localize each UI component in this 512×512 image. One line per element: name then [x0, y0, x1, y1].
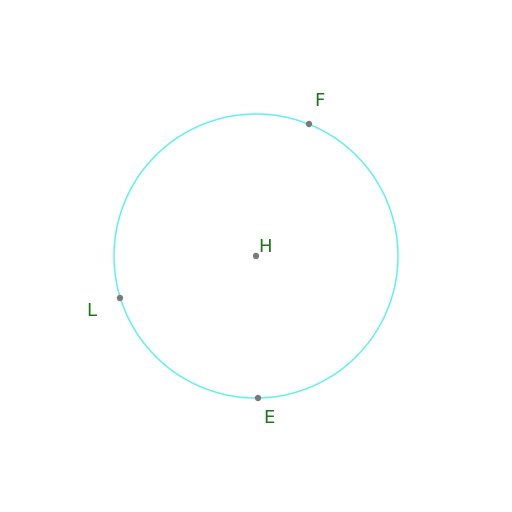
label-l: L — [87, 300, 97, 321]
point-h — [252, 252, 260, 260]
label-e: E — [264, 407, 275, 428]
point-f — [305, 120, 313, 128]
point-e — [254, 394, 262, 402]
label-f: F — [315, 90, 325, 111]
label-h: H — [259, 236, 273, 257]
point-l — [116, 294, 124, 302]
